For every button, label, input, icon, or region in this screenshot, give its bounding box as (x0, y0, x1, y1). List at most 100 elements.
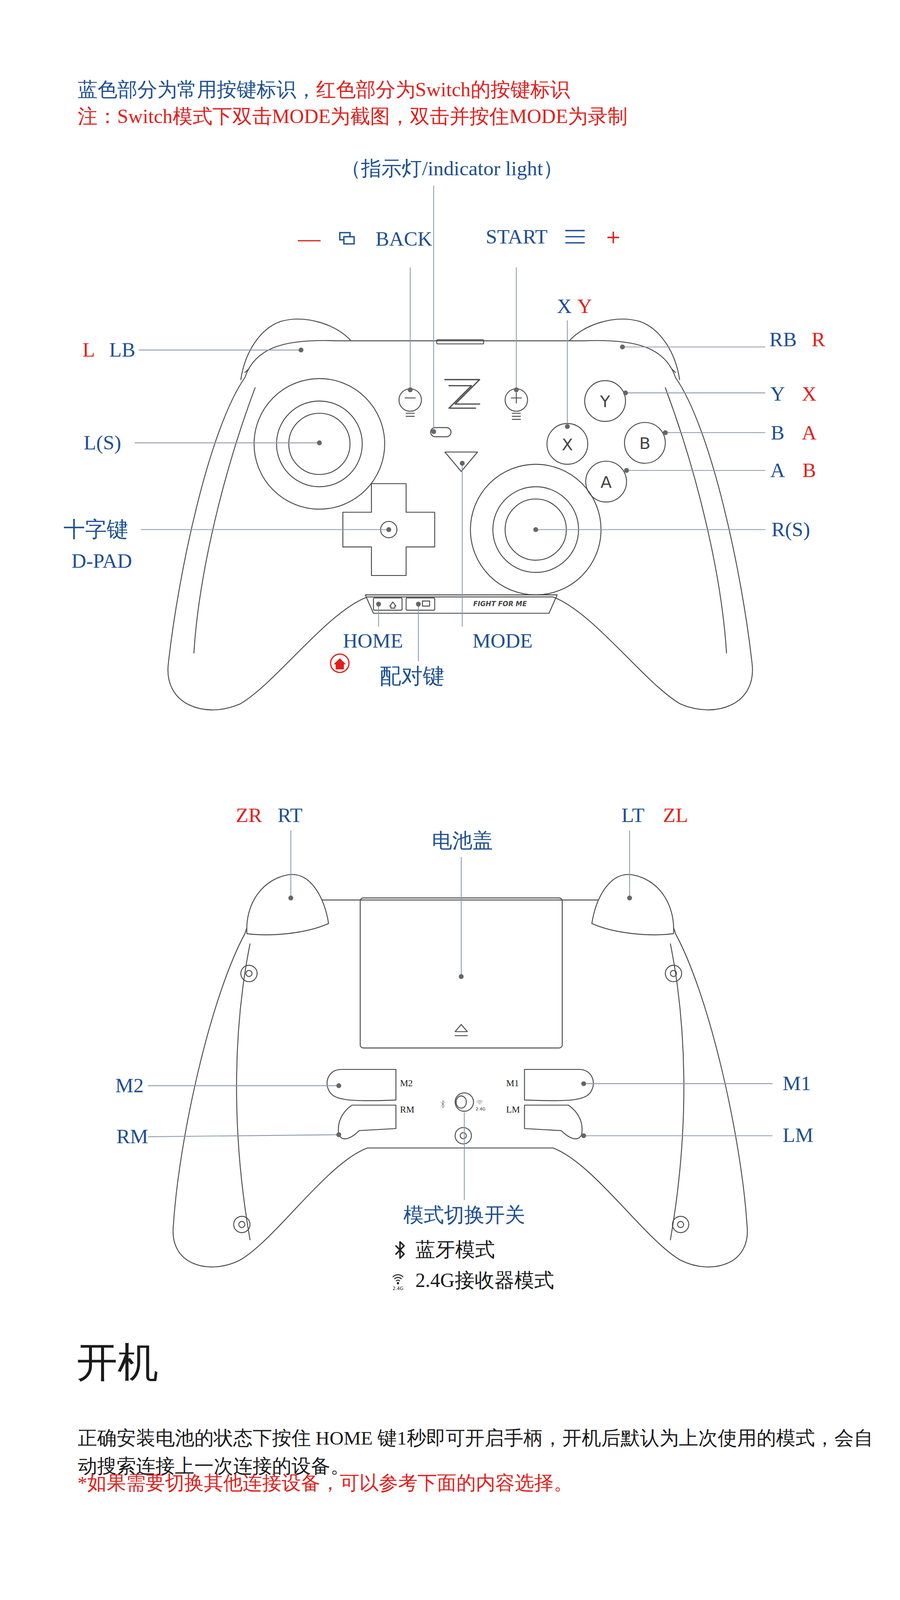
screw (460, 1133, 467, 1140)
leader-line (461, 464, 463, 627)
button-letter: A (600, 472, 612, 493)
front-body (167, 340, 753, 711)
leader-dot (627, 895, 632, 901)
leader-line (148, 1085, 340, 1087)
screw (238, 1221, 245, 1228)
leader-dot (620, 344, 625, 350)
switch-label: B (802, 458, 817, 483)
screw (455, 1128, 472, 1145)
callout-label: Y (770, 381, 785, 407)
wifi-icon (392, 1275, 403, 1282)
callout-label: MODE (472, 628, 533, 654)
legend-text: 蓝牙模式 (415, 1238, 495, 1262)
leader-line (140, 529, 389, 531)
leader-dot (581, 1133, 587, 1139)
switch-home-icon (333, 658, 346, 670)
leader-dot (376, 602, 381, 607)
switch-home-icon (330, 654, 350, 673)
paddle-mark: M2 (399, 1078, 413, 1090)
callout-label: A (770, 458, 785, 483)
leader-line (622, 346, 766, 348)
grip-line (670, 944, 684, 1240)
leader-line (378, 604, 380, 627)
back-icon (343, 236, 355, 245)
leader-line (516, 267, 517, 388)
leader-dot (415, 602, 421, 607)
callout-label: D-PAD (71, 548, 132, 574)
leader-dot (533, 527, 539, 533)
leader-line (583, 1135, 773, 1137)
callout-label: 电池盖 (431, 828, 493, 854)
callout-label: RB (769, 327, 797, 352)
callout-label: BACK (375, 226, 433, 252)
section-heading: 开机 (76, 1338, 159, 1388)
lm-paddle (524, 1105, 582, 1140)
note-text: 注：Switch模式下双击MODE为截图，双击并按住MODE为录制 (77, 104, 628, 129)
leader-dot (298, 347, 304, 353)
leader-line (626, 470, 766, 472)
switch-label: ZR (235, 803, 262, 828)
mode-switch-knob (456, 1096, 467, 1109)
paddle-mark: LM (506, 1104, 520, 1116)
mode-button (444, 452, 478, 472)
leader-dot (581, 1081, 587, 1087)
leader-dot (431, 429, 437, 435)
m2-paddle (326, 1069, 396, 1102)
callout-label: START (485, 224, 548, 250)
note-text: 蓝色部分为常用按键标识， (77, 77, 317, 102)
left-stick-base (253, 378, 385, 510)
grip-line (236, 944, 251, 1240)
top-slot (436, 339, 484, 344)
legend-text: 2.4G接收器模式 (415, 1268, 555, 1293)
rm-paddle (338, 1105, 396, 1140)
paddle-mark: M1 (506, 1078, 520, 1090)
leader-dot (386, 527, 392, 533)
left-trigger (246, 874, 329, 935)
switch-label: — (297, 225, 321, 253)
leader-line (418, 604, 419, 662)
plus-glyph (511, 392, 522, 420)
callout-label: RM (116, 1124, 149, 1150)
y-button (584, 380, 626, 422)
button-letter: Y (600, 392, 611, 412)
switch-label: R (811, 327, 826, 352)
left-stick-ring (276, 401, 362, 488)
left-stick-cap (288, 413, 351, 475)
bluetooth-icon (440, 1100, 445, 1109)
leader-line (290, 830, 292, 899)
leader-dot (336, 1132, 342, 1138)
leader-line (535, 529, 766, 531)
screw (665, 965, 682, 983)
note-text: 红色部分为Switch的按键标识 (316, 77, 571, 102)
brand-slogan: FIGHT FOR ME (473, 600, 527, 609)
leader-dot (564, 424, 570, 429)
screw (677, 1221, 684, 1228)
pair-button (405, 598, 435, 611)
leader-line (583, 1083, 773, 1085)
leader-dot (316, 440, 322, 446)
callout-label: L(S) (83, 430, 122, 456)
leader-line (433, 185, 435, 429)
leader-line (134, 442, 320, 444)
leader-dot (459, 460, 465, 466)
home-glyph (389, 602, 397, 609)
leader-dot (458, 974, 464, 980)
leader-line (460, 857, 462, 977)
brand-logo (444, 379, 480, 409)
screw (233, 1216, 251, 1233)
leader-dot (623, 390, 628, 396)
pair-glyph (422, 601, 430, 607)
leader-dot (288, 895, 294, 901)
leader-line (463, 1112, 465, 1201)
screw (240, 965, 258, 983)
switch-label: A (801, 420, 817, 446)
bluetooth-icon (396, 1242, 405, 1259)
x-button (546, 423, 588, 465)
switch-label: ＋ (602, 223, 625, 251)
callout-label: 十字键 (63, 516, 129, 543)
leader-line (567, 320, 568, 424)
switch-label: L (82, 337, 96, 363)
switch-label: X (801, 381, 817, 407)
switch-label: Y (577, 294, 593, 319)
callout-label: M2 (115, 1073, 144, 1099)
